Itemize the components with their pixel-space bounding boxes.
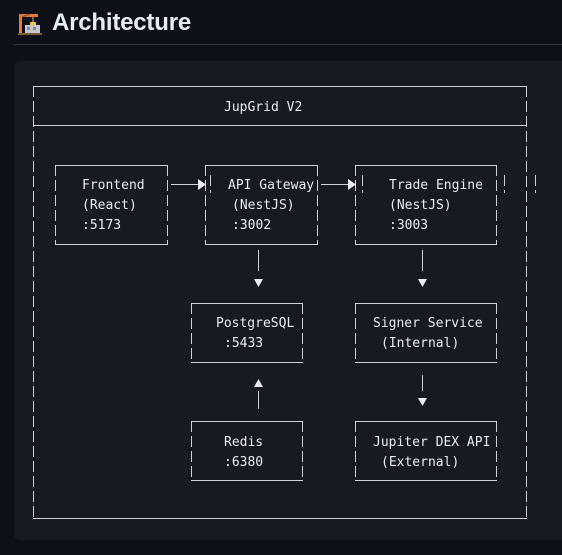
- frontend-box: Frontend (React) :5173: [55, 165, 168, 245]
- redis-label: Redis: [224, 435, 263, 450]
- signer-service-label: Signer Service: [373, 316, 483, 331]
- trade-engine-label: Trade Engine: [389, 178, 483, 193]
- arrow-redis-to-postgres: [254, 379, 263, 409]
- heading-divider: [14, 44, 562, 45]
- jupiter-dex-api-tag: (External): [381, 455, 459, 470]
- system-frame: [33, 86, 527, 519]
- arrow-trade-to-signer: [418, 250, 427, 287]
- arrow-signer-to-jupiter: [418, 375, 427, 406]
- frontend-tech: (React): [82, 198, 137, 213]
- section-heading: Architecture: [18, 6, 191, 40]
- api-gateway-tech: (NestJS): [232, 198, 295, 213]
- signer-service-box: Signer Service (Internal): [355, 303, 497, 363]
- trade-engine-box: Trade Engine (NestJS) :3003: [355, 165, 497, 245]
- trade-engine-tech: (NestJS): [389, 198, 452, 213]
- building-construction-icon: [18, 13, 42, 35]
- postgresql-box: PostgreSQL :5433: [191, 303, 303, 363]
- api-gateway-label: API Gateway: [228, 178, 314, 193]
- api-gateway-box: API Gateway (NestJS) :3002: [205, 165, 318, 245]
- redis-box: Redis :6380: [191, 421, 303, 481]
- jupiter-dex-api-label: Jupiter DEX API: [373, 435, 490, 450]
- arrow-api-to-postgres: [254, 250, 263, 287]
- architecture-code-block: JupGrid V2 Frontend (React) :5173 API Ga…: [14, 61, 562, 540]
- system-title: JupGrid V2: [224, 100, 302, 115]
- api-gateway-port: :3002: [232, 218, 271, 233]
- signer-service-tag: (Internal): [381, 336, 459, 351]
- postgresql-label: PostgreSQL: [216, 316, 294, 331]
- jupiter-dex-api-box: Jupiter DEX API (External): [355, 421, 497, 481]
- page-title: Architecture: [52, 9, 191, 36]
- postgresql-port: :5433: [224, 336, 263, 351]
- architecture-diagram: JupGrid V2 Frontend (React) :5173 API Ga…: [33, 86, 536, 519]
- frontend-port: :5173: [82, 218, 121, 233]
- arrow-frontend-to-api: [171, 175, 211, 193]
- arrow-api-to-trade: [321, 179, 356, 190]
- frontend-label: Frontend: [82, 178, 145, 193]
- trade-engine-port: :3003: [389, 218, 428, 233]
- redis-port: :6380: [224, 455, 263, 470]
